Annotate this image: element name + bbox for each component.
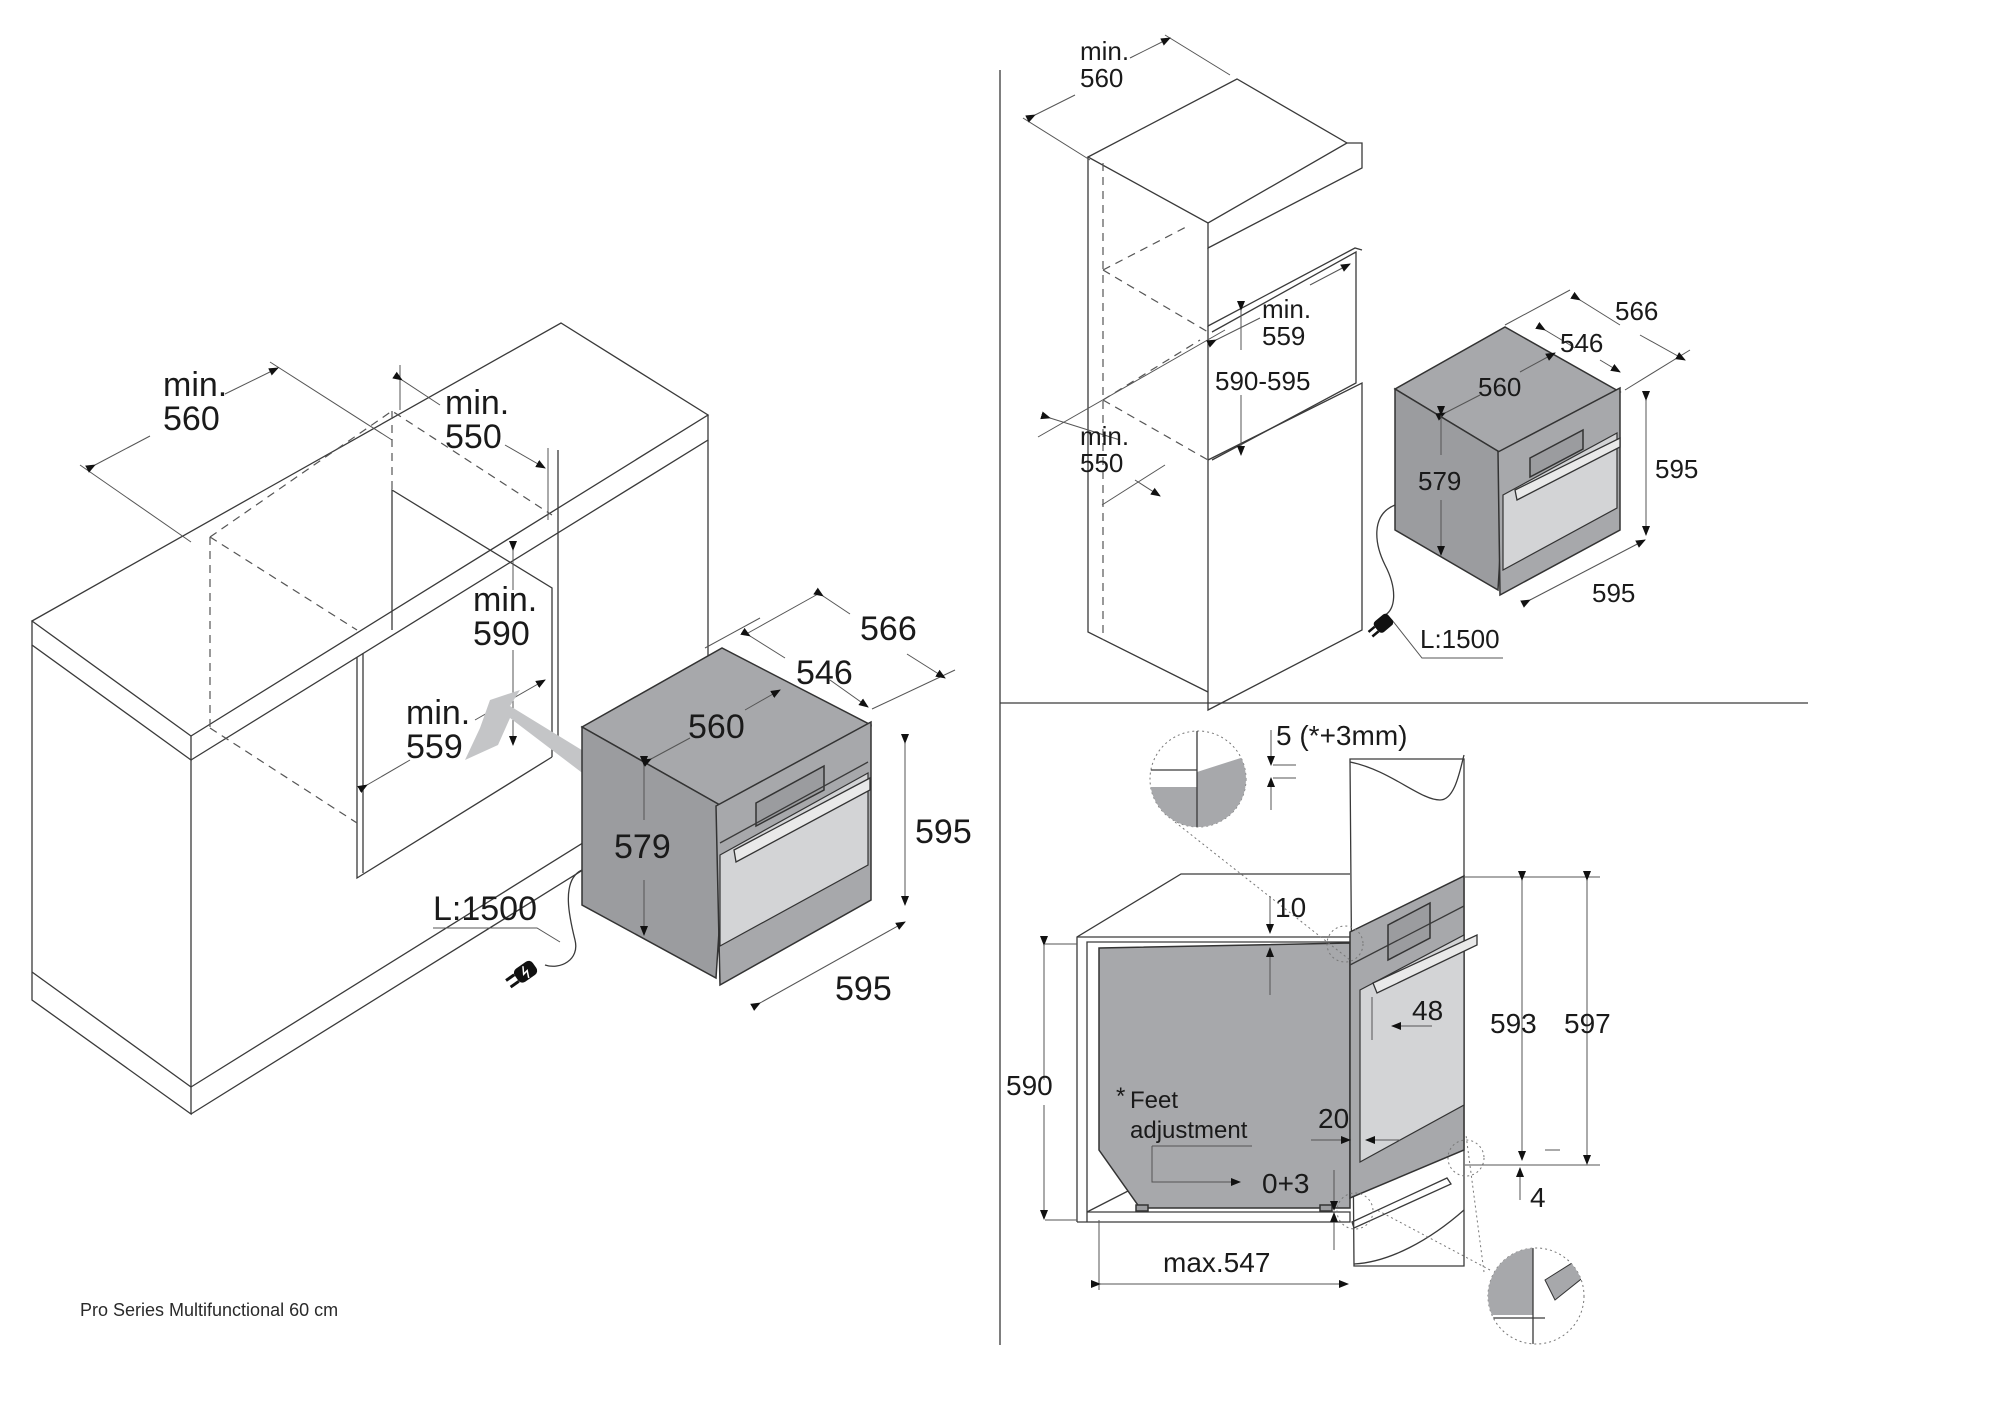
column-power-cable — [1376, 504, 1396, 616]
section-view — [1076, 754, 1478, 1267]
uc-oven-width-front: 595 — [835, 970, 892, 1008]
sec-feet-label-2: adjustment — [1130, 1117, 1248, 1144]
column-oven-dimensions — [1435, 289, 1691, 608]
insert-direction-arrow — [465, 690, 585, 775]
product-caption: Pro Series Multifunctional 60 cm — [80, 1300, 339, 1320]
sec-bottom-gap: 4 — [1530, 1182, 1546, 1213]
uc-cable-length: L:1500 — [433, 890, 537, 928]
col-oven-height-body: 579 — [1418, 466, 1461, 496]
detail-magnifier-top — [1149, 730, 1364, 963]
col-niche-depth-value: 550 — [1080, 448, 1123, 478]
sec-front-offset: 20 — [1318, 1103, 1349, 1134]
power-cable — [544, 869, 583, 967]
uc-niche-width-value: 560 — [163, 400, 220, 438]
uc-oven-height-front: 595 — [915, 813, 972, 851]
uc-niche-height-value: 590 — [473, 615, 530, 653]
col-niche-depth-prefix: min. — [1080, 421, 1129, 451]
uc-niche-depth-value: 550 — [445, 418, 502, 456]
uc-oven-width-body: 560 — [688, 708, 745, 746]
undercounter-dimensions — [79, 361, 549, 793]
col-oven-width-body: 560 — [1478, 372, 1521, 402]
sec-max-depth: max.547 — [1163, 1247, 1270, 1278]
column-dimensions — [1022, 34, 1351, 506]
col-niche-inner-width-value: 559 — [1262, 321, 1305, 351]
sec-top-gap: 5 (*+3mm) — [1276, 720, 1407, 751]
uc-oven-height-body: 579 — [614, 828, 671, 866]
section-dimensions — [1040, 730, 1600, 1290]
uc-oven-depth-total: 566 — [860, 610, 917, 648]
col-niche-width-value: 560 — [1080, 63, 1123, 93]
cable-leader — [433, 927, 561, 943]
col-niche-inner-width-prefix: min. — [1262, 294, 1311, 324]
col-oven-depth-body: 546 — [1560, 328, 1603, 358]
col-oven-width-front: 595 — [1592, 578, 1635, 608]
sec-top-clearance: 10 — [1275, 892, 1306, 923]
column-cabinet — [1086, 78, 1363, 712]
col-cable-length: L:1500 — [1420, 624, 1500, 654]
column-cable-leader — [1391, 619, 1503, 659]
electric-plug-icon — [505, 960, 538, 989]
undercounter-oven — [580, 647, 872, 987]
uc-niche-inner-width-value: 559 — [406, 728, 463, 766]
uc-niche-width-prefix: min. — [163, 366, 227, 404]
column-oven — [1393, 326, 1622, 597]
col-oven-depth-total: 566 — [1615, 296, 1658, 326]
undercounter-cabinet — [30, 322, 710, 1116]
sec-feet-asterisk: * — [1116, 1083, 1125, 1110]
col-oven-height-front: 595 — [1655, 454, 1698, 484]
sec-feet-range: 0+3 — [1262, 1168, 1310, 1199]
sec-niche-height: 590 — [1006, 1070, 1053, 1101]
sec-front-height-outer: 597 — [1564, 1008, 1611, 1039]
uc-niche-depth-prefix: min. — [445, 384, 509, 422]
column-electric-plug-icon — [1367, 613, 1394, 638]
uc-niche-inner-width-prefix: min. — [406, 694, 470, 732]
sec-handle-depth: 48 — [1412, 995, 1443, 1026]
sec-feet-label-1: Feet — [1130, 1087, 1178, 1114]
uc-oven-depth-body: 546 — [796, 654, 853, 692]
uc-niche-height-prefix: min. — [473, 581, 537, 619]
col-niche-width-prefix: min. — [1080, 36, 1129, 66]
sec-front-height-inner: 593 — [1490, 1008, 1537, 1039]
col-niche-height: 590-595 — [1215, 366, 1310, 396]
undercounter-oven-dimensions — [640, 587, 956, 1011]
